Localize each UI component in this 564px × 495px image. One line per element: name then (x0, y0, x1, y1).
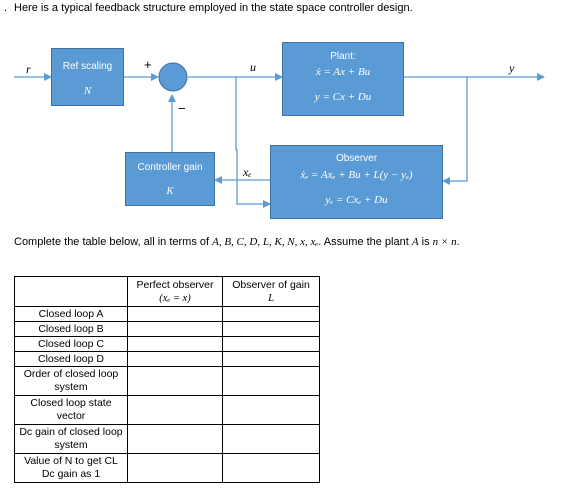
table-row: Closed loop state vector (14, 395, 320, 425)
answer-cell[interactable] (222, 336, 320, 352)
answer-cell[interactable] (222, 453, 320, 483)
perfect-observer-label: Perfect observer (136, 278, 214, 291)
header-corner-cell (14, 276, 128, 307)
observer-gain-label: Observer of gain (232, 278, 310, 291)
signal-u-label: u (250, 60, 256, 74)
table-row: Closed loop D (14, 351, 320, 367)
observer-title: Observer (335, 153, 378, 164)
plant-block: Plant: ẋ = Ax + Bu y = Cx + Du (282, 42, 404, 116)
controller-gain-title: Controller gain (137, 162, 203, 173)
plus-sign: + (144, 57, 152, 72)
answer-cell[interactable] (222, 321, 320, 337)
plant-title: Plant: (330, 51, 356, 62)
answer-table: Perfect observer (xₑ = x) Observer of ga… (14, 276, 320, 483)
observer-output-equation: yₑ = Cxₑ + Du (325, 194, 388, 206)
observer-gain-symbol: L (268, 292, 274, 304)
summing-junction (158, 62, 188, 92)
diagram-wires (14, 62, 545, 208)
table-row: Dc gain of closed loop system (14, 424, 320, 454)
plant-state-equation: ẋ = Ax + Bu (315, 66, 371, 78)
answer-cell[interactable] (127, 395, 223, 425)
minus-sign: − (178, 101, 186, 116)
block-diagram: r + − u y xₑ Ref scaling N Plant: ẋ = Ax… (0, 0, 564, 230)
row-label: Closed loop B (14, 321, 128, 337)
signal-r-label: r (26, 62, 31, 76)
prompt-is: is (418, 236, 433, 248)
bullet-icon: . (4, 2, 8, 14)
table-row: Order of closed loop system (14, 366, 320, 396)
prompt-dimensions: n × n (432, 236, 457, 248)
table-row: Closed loop B (14, 321, 320, 337)
answer-cell[interactable] (222, 395, 320, 425)
table-row: Closed loop C (14, 336, 320, 352)
table-header-row: Perfect observer (xₑ = x) Observer of ga… (14, 276, 320, 307)
row-label: Order of closed loop system (14, 366, 128, 396)
signal-xe-label: xₑ (243, 165, 252, 179)
answer-cell[interactable] (127, 366, 223, 396)
prompt-lead: Complete the table below, all in terms o… (14, 236, 213, 248)
observer-block: Observer ẋₑ = Axₑ + Bu + L(y − yₑ) yₑ = … (270, 145, 443, 219)
answer-cell[interactable] (127, 321, 223, 337)
wire-y-to-observer (442, 77, 468, 185)
prompt-variables: A, B, C, D, L, K, N, x, xₑ (212, 236, 319, 248)
answer-cell[interactable] (222, 424, 320, 454)
table-row: Closed loop A (14, 306, 320, 322)
row-label: Closed loop D (14, 351, 128, 367)
answer-cell[interactable] (127, 453, 223, 483)
answer-cell[interactable] (127, 351, 223, 367)
controller-gain-block: Controller gain K (125, 152, 215, 206)
row-label: Dc gain of closed loop system (14, 424, 128, 454)
header-perfect-observer: Perfect observer (xₑ = x) (127, 276, 223, 307)
answer-cell[interactable] (127, 424, 223, 454)
observer-state-equation: ẋₑ = Axₑ + Bu + L(y − yₑ) (300, 169, 413, 181)
plant-output-equation: y = Cx + Du (314, 91, 372, 103)
perfect-observer-condition: (xₑ = x) (159, 292, 191, 304)
answer-cell[interactable] (127, 306, 223, 322)
row-label: Closed loop state vector (14, 395, 128, 425)
ref-scaling-title: Ref scaling (62, 61, 113, 72)
instruction-text: Complete the table below, all in terms o… (14, 236, 460, 248)
table-row: Value of N to get CL Dc gain as 1 (14, 453, 320, 483)
ref-scaling-block: Ref scaling N (51, 48, 124, 106)
wire-u-to-observer (235, 77, 271, 208)
prompt-plant-symbol: A (411, 236, 419, 248)
prompt-mid: . Assume the plant (318, 236, 412, 248)
answer-cell[interactable] (127, 336, 223, 352)
answer-cell[interactable] (222, 306, 320, 322)
intro-text: . Here is a typical feedback structure em… (4, 2, 413, 14)
row-label: Closed loop C (14, 336, 128, 352)
ref-scaling-symbol: N (83, 85, 92, 97)
prompt-end: . (456, 236, 460, 248)
row-label: Value of N to get CL Dc gain as 1 (14, 453, 128, 483)
controller-gain-symbol: K (166, 185, 174, 197)
answer-cell[interactable] (222, 351, 320, 367)
header-observer-gain: Observer of gain L (222, 276, 320, 307)
answer-cell[interactable] (222, 366, 320, 396)
signal-y-label: y (509, 61, 515, 75)
intro-text-content: Here is a typical feedback structure emp… (14, 2, 413, 14)
row-label: Closed loop A (14, 306, 128, 322)
